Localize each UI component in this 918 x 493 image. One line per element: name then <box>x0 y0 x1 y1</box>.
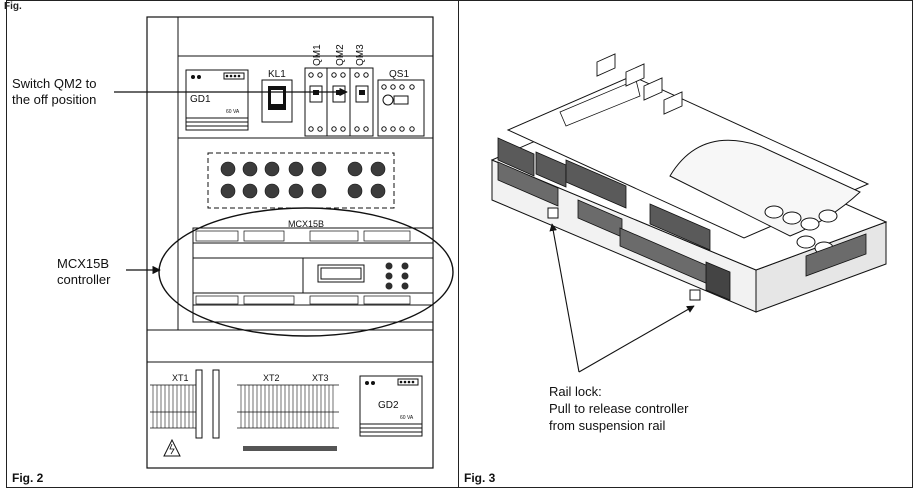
qm-breakers: QM1 QM2 QM3 <box>304 44 374 137</box>
gd1-label: GD1 <box>190 94 211 105</box>
rail-lock-line1: Rail lock: <box>549 384 602 399</box>
rail-lock-arrow-right <box>578 305 695 373</box>
rail-lock-right <box>689 289 701 301</box>
qm1-label: QM1 <box>312 44 323 66</box>
rail-lock-line2: Pull to release controller <box>549 401 689 416</box>
controller-callout-line1: MCX15B <box>57 256 109 271</box>
xt1-label: XT1 <box>172 373 189 383</box>
rail-lock-left <box>547 207 559 219</box>
din-rail <box>243 446 337 451</box>
gd2-power-supply: GD2 60 VA <box>359 375 423 437</box>
top-caption: Fig. <box>4 1 22 12</box>
qs1-switch: QS1 <box>377 69 425 137</box>
qm2-label: QM2 <box>335 44 346 66</box>
fig2-caption: Fig. 2 <box>12 471 44 485</box>
qm3-label: QM3 <box>355 44 366 66</box>
kl1-label: KL1 <box>268 69 286 80</box>
indicator-light-panel <box>207 152 395 209</box>
hazard-triangle-icon <box>163 438 181 457</box>
qs1-label: QS1 <box>389 69 409 80</box>
kl1-relay: KL1 <box>261 69 293 123</box>
fig3-diagram: Rail lock: Pull to release controller fr… <box>464 53 888 485</box>
gd1-rating: 60 VA <box>226 109 240 115</box>
switch-callout-line2: the off position <box>12 92 96 107</box>
mounting-plate <box>177 16 434 331</box>
fig3-frame <box>458 0 913 488</box>
mcx15b-label: MCX15B <box>288 219 324 229</box>
fig3-caption: Fig. 3 <box>464 471 496 485</box>
terminal-blocks: XT1 XT2 XT3 <box>150 369 339 457</box>
fig2-diagram: GD1 60 VA KL1 QM1 QM2 QM3 <box>12 16 454 485</box>
xt3-label: XT3 <box>312 373 329 383</box>
xt2-label: XT2 <box>263 373 280 383</box>
switch-callout-line1: Switch QM2 to <box>12 76 97 91</box>
rail-lock-arrow-left <box>549 223 580 373</box>
mcx15b-controller-drawing: MCX15B <box>192 219 434 323</box>
gd2-rating: 60 VA <box>400 415 414 421</box>
gd1-power-supply: GD1 60 VA <box>185 69 249 131</box>
rail-lock-line3: from suspension rail <box>549 418 665 433</box>
front-terminals <box>497 137 867 301</box>
controller-callout-line2: controller <box>57 272 111 287</box>
gd2-label: GD2 <box>378 400 399 411</box>
